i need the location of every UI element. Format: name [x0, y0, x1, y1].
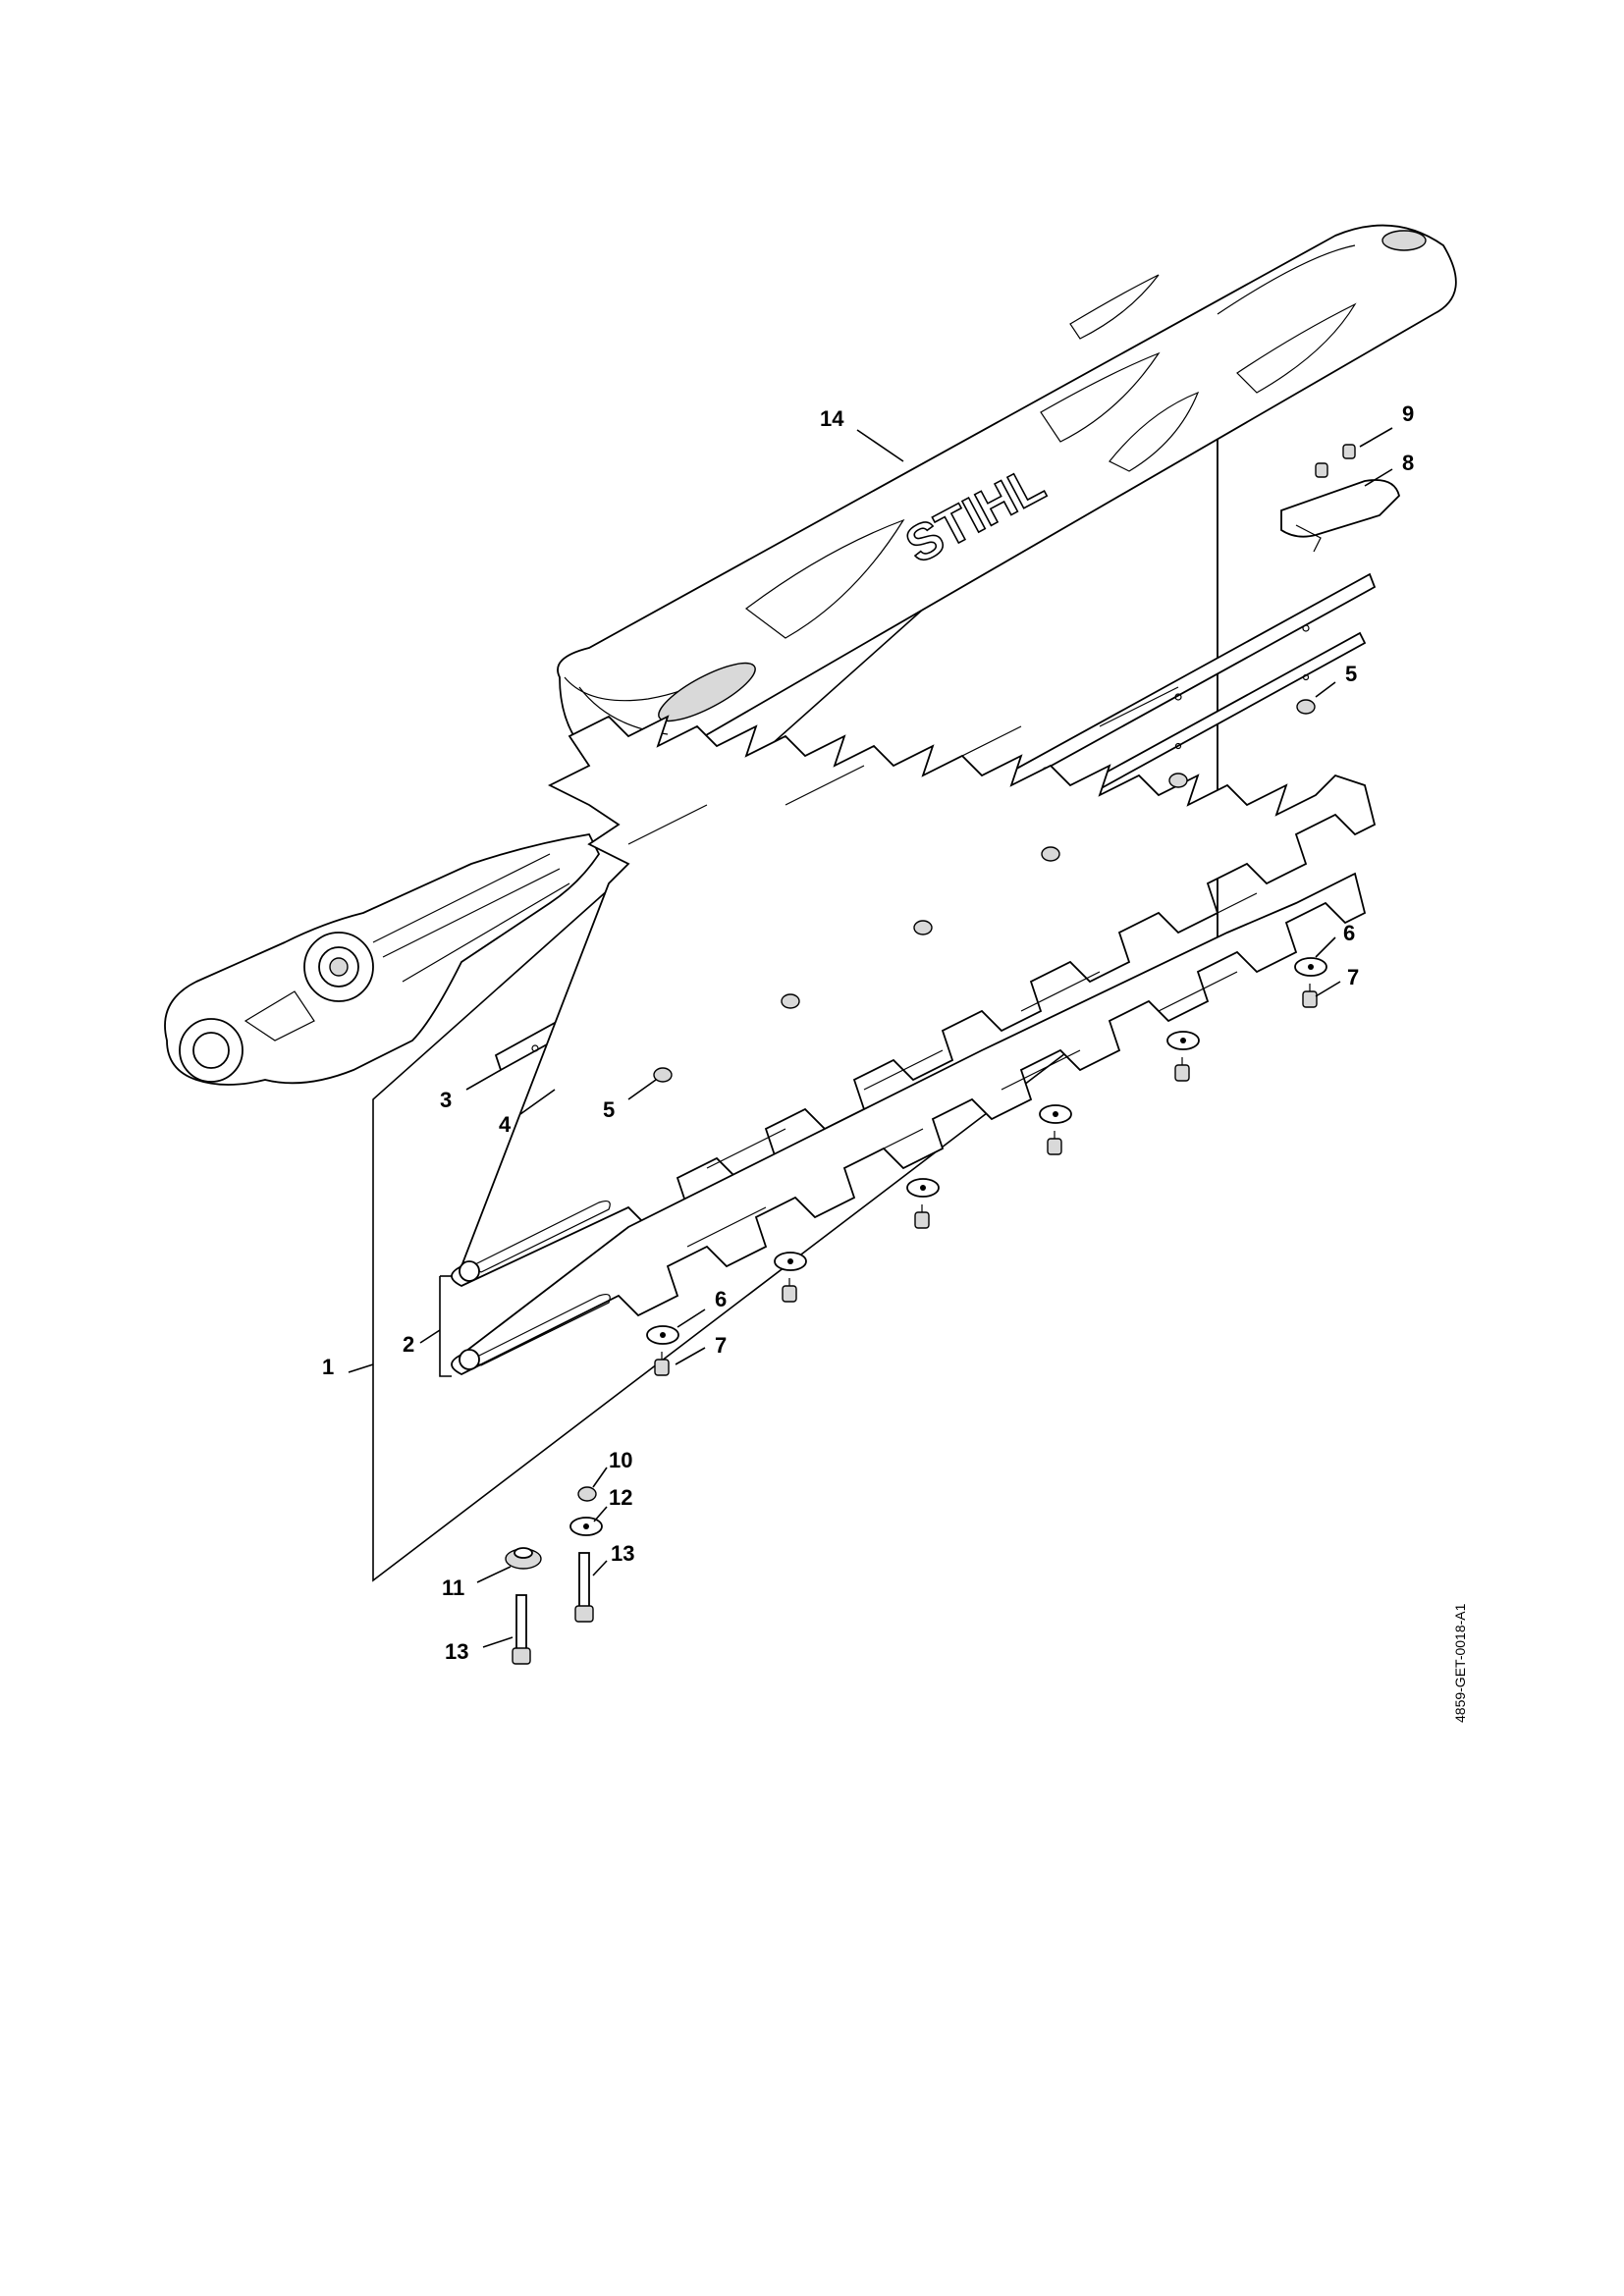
- callout-labels: 14 9 8 5 6 7 3 4 5 1 2 6 7 10 12 13 11 1…: [322, 401, 1414, 1664]
- callout-6-upper: 6: [1343, 921, 1355, 945]
- leader-lines: [348, 427, 1393, 1648]
- callout-9: 9: [1402, 401, 1414, 426]
- callout-13-left: 13: [445, 1639, 468, 1664]
- callout-7-upper: 7: [1347, 965, 1359, 989]
- washers-and-screws: [646, 957, 1327, 1376]
- callout-2: 2: [403, 1332, 414, 1357]
- callout-11: 11: [442, 1575, 464, 1600]
- callout-14: 14: [820, 406, 844, 431]
- callout-6-lower: 6: [715, 1287, 727, 1311]
- drawing-reference-id: 4859-GET-0018-A1: [1452, 1603, 1468, 1723]
- tip-screws: [1315, 444, 1356, 478]
- callout-4: 4: [499, 1112, 512, 1137]
- gear-housing: [164, 833, 601, 1086]
- callout-13-right: 13: [611, 1541, 634, 1566]
- callout-1: 1: [322, 1355, 334, 1379]
- callout-7-lower: 7: [715, 1333, 727, 1358]
- callout-5-lower: 5: [603, 1097, 615, 1122]
- spacer-sleeves: [653, 699, 1316, 1083]
- callout-5-upper: 5: [1345, 662, 1357, 686]
- lower-fasteners: [505, 1486, 603, 1665]
- callout-8: 8: [1402, 451, 1414, 475]
- callout-12: 12: [609, 1485, 632, 1510]
- tip-plate: [1280, 479, 1400, 553]
- blade-guard: STIHL: [557, 224, 1457, 765]
- callout-10: 10: [609, 1448, 632, 1472]
- cutting-blades: [451, 686, 1377, 1376]
- callout-3: 3: [440, 1088, 452, 1112]
